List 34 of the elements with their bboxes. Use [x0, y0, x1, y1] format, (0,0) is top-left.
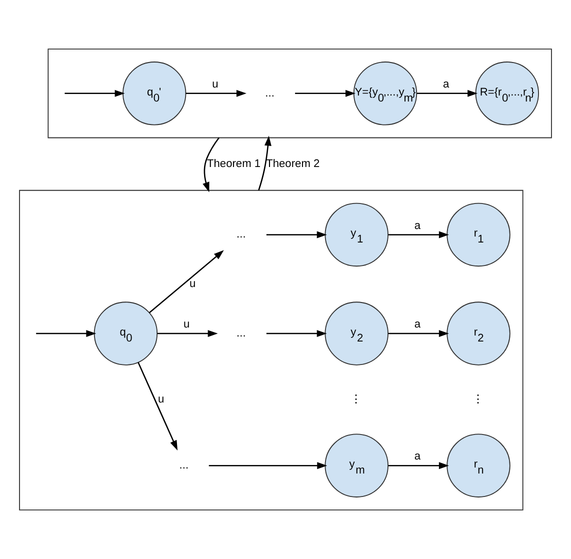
- arrow: [295, 90, 356, 97]
- arrow: [416, 90, 478, 97]
- label: ⋮: [472, 393, 484, 406]
- arrow: [208, 462, 328, 470]
- edge-label: a: [442, 78, 450, 90]
- cluster: [48, 48, 552, 138]
- edge-label: a: [414, 450, 421, 463]
- arrow: [388, 462, 449, 470]
- arrow: [388, 231, 449, 238]
- edge-label: u: [183, 318, 190, 331]
- edge-label: u: [158, 393, 164, 406]
- edge-label: a: [414, 318, 421, 331]
- arrow: [36, 330, 96, 338]
- arrow: [186, 90, 246, 97]
- edge-label: u: [212, 78, 218, 90]
- cluster: [19, 190, 524, 510]
- label: ⋮: [350, 393, 362, 406]
- arrow: [266, 330, 327, 338]
- edge-label: Theorem 2: [266, 158, 320, 170]
- node-text: ...: [236, 228, 246, 241]
- arrow: [388, 330, 449, 338]
- arrow: [157, 330, 218, 338]
- arrow: [138, 362, 178, 450]
- node-text: ...: [179, 459, 189, 472]
- edge-label: Theorem 1: [207, 158, 261, 170]
- arrow: [148, 250, 224, 314]
- arrow: [258, 136, 272, 191]
- node-text: ...: [265, 87, 274, 100]
- arrow: [64, 90, 125, 97]
- arrow: [202, 137, 220, 192]
- node-text: ...: [236, 327, 246, 340]
- edge-label: u: [189, 278, 196, 290]
- edge-label: a: [414, 220, 421, 232]
- arrow: [266, 231, 327, 238]
